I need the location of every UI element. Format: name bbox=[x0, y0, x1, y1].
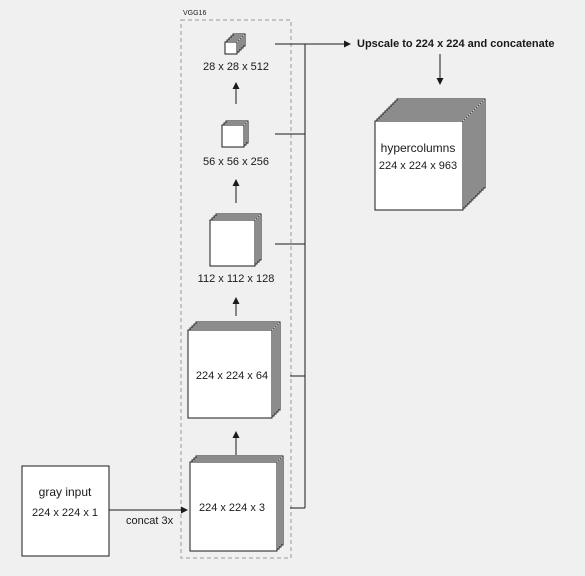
layer-stack-224x224x3 bbox=[189, 455, 284, 552]
layer-label-224x224x64: 224 x 224 x 64 bbox=[195, 370, 269, 382]
hypercolumns-sheet-12 bbox=[374, 120, 464, 211]
layer-label-224x224x3: 224 x 224 x 3 bbox=[198, 502, 266, 514]
layer-stack-28x28x512 bbox=[224, 33, 246, 55]
layer-l3-sheet-4 bbox=[209, 219, 256, 267]
vgg16-label: VGG16 bbox=[183, 10, 207, 17]
upscale-label: Upscale to 224 x 224 and concatenate bbox=[357, 38, 555, 50]
vgg16-container bbox=[180, 19, 292, 559]
layer-l1-sheet-4 bbox=[189, 461, 278, 552]
hypercolumns-stack bbox=[374, 98, 486, 211]
layer-label-28x28x512: 28 x 28 x 512 bbox=[202, 61, 270, 73]
hypercolumns-title: hypercolumns bbox=[380, 141, 456, 155]
layer-l5-sheet-5 bbox=[224, 41, 238, 55]
gray-input-box bbox=[21, 465, 110, 557]
gray-input-size: 224 x 224 x 1 bbox=[31, 507, 99, 519]
hypercolumns-size: 224 x 224 x 963 bbox=[378, 160, 458, 172]
layer-label-56x56x256: 56 x 56 x 256 bbox=[202, 156, 270, 168]
layer-stack-56x56x256 bbox=[221, 120, 249, 148]
layer-l2-sheet-5 bbox=[187, 329, 273, 419]
layer-l4-sheet-3 bbox=[221, 124, 245, 148]
concat-label: concat 3x bbox=[126, 515, 174, 527]
layer-label-112x112x128: 112 x 112 x 128 bbox=[197, 273, 275, 285]
layer-stack-112x112x128 bbox=[209, 213, 262, 267]
gray-input-title: gray input bbox=[38, 485, 92, 499]
layer-stack-224x224x64 bbox=[187, 321, 281, 419]
